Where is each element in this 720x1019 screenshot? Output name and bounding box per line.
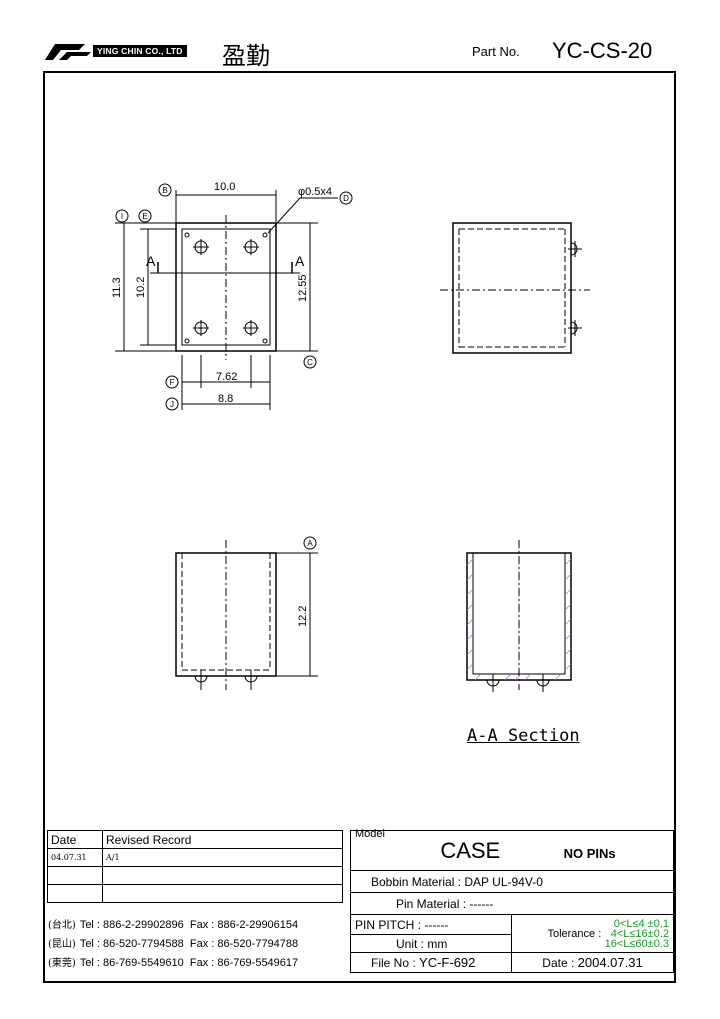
company-name-cn: 盈勤	[222, 42, 270, 70]
contact-row: (東莞)Tel : 86-769-5549610 Fax : 86-769-55…	[48, 957, 299, 969]
pins-value: NO PINs	[563, 845, 616, 861]
rev-date	[47, 884, 103, 903]
part-no-label: Part No.	[472, 44, 520, 59]
tolerance-label: Tolerance :	[547, 927, 602, 940]
bobbin-material: Bobbin Material : DAP UL-94V-0	[350, 870, 674, 893]
pin-material: Pin Material : ------	[350, 892, 674, 915]
tolerance-cell: Tolerance : 0<L≤4 ±0.1 4<L≤16±0.2 16<L≤6…	[511, 914, 674, 953]
callout-i: I	[121, 212, 123, 221]
model-cell: Model CASE NO PINs	[350, 827, 674, 871]
section-hatch	[466, 558, 572, 681]
rev-date: 04.07.31	[47, 848, 103, 867]
logo-mark-icon	[45, 44, 91, 60]
drawing-frame	[43, 71, 676, 983]
callout-e: E	[142, 212, 147, 221]
company-name: YING CHIN CO., LTD	[93, 45, 187, 57]
title-block: Model CASE NO PINs Bobbin Material : DAP…	[350, 827, 674, 974]
dim-height-inner: 10.2	[135, 277, 147, 298]
tolerance-line-1: 0<L≤4 ±0.1	[613, 917, 669, 930]
contact-row: (台北)Tel : 886-2-29902896 Fax : 886-2-299…	[48, 919, 299, 931]
unit: Unit : mm	[350, 934, 512, 953]
callout-a: A	[307, 539, 313, 548]
rev-record	[102, 884, 343, 903]
pin-holes	[184, 232, 268, 344]
dim-height-outer: 11.3	[111, 277, 123, 298]
callout-b: B	[162, 186, 167, 195]
dim-height-right: 12.55	[297, 274, 309, 302]
rev-record	[102, 866, 343, 885]
rev-date	[47, 866, 103, 885]
pin-pitch: PIN PITCH : ------	[350, 914, 512, 935]
callout-j: J	[170, 400, 174, 409]
dim-pitch-inner: 7.62	[216, 371, 237, 383]
section-mark-left: A	[146, 253, 156, 269]
dim-width-top: 10.0	[214, 181, 235, 193]
file-no: File No : YC-F-692	[350, 952, 512, 973]
callout-f: F	[170, 378, 175, 387]
tolerance-line-3: 16<L≤60±0.3	[604, 937, 669, 950]
section-mark-right: A	[295, 253, 305, 269]
part-no-value: YC-CS-20	[552, 38, 653, 63]
right-view-outline	[452, 222, 572, 354]
contacts: (台北)Tel : 886-2-29902896 Fax : 886-2-299…	[48, 916, 298, 973]
rev-record: A/1	[102, 848, 343, 867]
model-label: Model	[355, 827, 385, 840]
model-value: CASE	[440, 837, 501, 863]
revision-table: Date Revised Record 04.07.31 A/1	[47, 830, 343, 903]
callout-c: C	[307, 358, 313, 367]
tolerance-line-2: 4<L≤16±0.2	[610, 927, 669, 940]
dim-side-height: 12.2	[297, 606, 309, 627]
callout-d: D	[343, 194, 349, 203]
rev-header-date: Date	[47, 830, 103, 849]
date-cell: Date : 2004.07.31	[511, 952, 674, 973]
section-title: A-A Section	[467, 726, 580, 746]
company-logo: YING CHIN CO., LTD	[45, 42, 215, 62]
contact-row: (昆山)Tel : 86-520-7794588 Fax : 86-520-77…	[48, 938, 299, 950]
dim-pitch-outer: 8.8	[218, 393, 233, 405]
rev-header-record: Revised Record	[102, 830, 343, 849]
dim-pin-dia: φ0.5x4	[298, 186, 332, 198]
